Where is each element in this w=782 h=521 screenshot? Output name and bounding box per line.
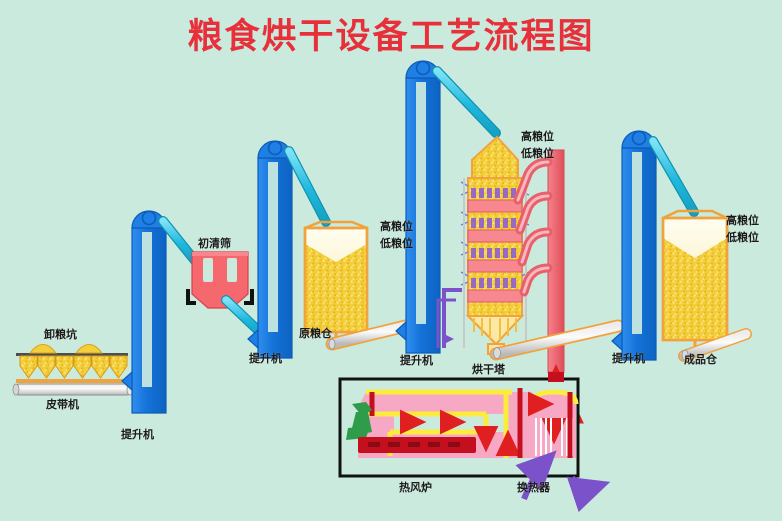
label-product-silo: 成品仓	[684, 353, 717, 366]
page-title: 粮食烘干设备工艺流程图	[187, 16, 595, 57]
label-raw-silo: 原粮仓	[299, 327, 332, 340]
label-drying-tower: 烘干塔	[472, 363, 505, 376]
label-elevator-4: 提升机	[612, 352, 645, 365]
elevator-4	[611, 130, 699, 361]
label-level-high-1: 高粮位	[380, 220, 413, 233]
label-level-high-2: 高粮位	[521, 130, 554, 143]
drying-tower	[460, 135, 530, 355]
label-level-low-1: 低粮位	[380, 237, 413, 250]
raw-grain-silo	[303, 220, 369, 340]
label-elevator-3: 提升机	[400, 354, 433, 367]
tower-air-control-line	[436, 288, 462, 348]
label-belt-conveyor: 皮带机	[46, 398, 79, 411]
unload-pit-group	[16, 344, 131, 383]
elevator-1	[121, 210, 201, 414]
label-heat-exchanger: 换热器	[517, 481, 550, 494]
label-pre-cleaner: 初清筛	[198, 237, 231, 250]
product-silo-discharge-conveyor	[678, 328, 752, 362]
label-unload-pit: 卸粮坑	[44, 328, 77, 341]
label-hot-air-furnace: 热风炉	[399, 481, 432, 494]
product-silo	[661, 209, 729, 348]
label-elevator-2: 提升机	[249, 352, 282, 365]
pre-cleaning-sieve	[186, 251, 269, 341]
furnace-box	[338, 372, 580, 478]
elevator-2	[247, 140, 331, 359]
tower-discharge-conveyor	[489, 319, 625, 361]
ambient-air-arrows	[515, 450, 611, 513]
elevator-3	[395, 60, 501, 354]
label-level-low-2: 低粮位	[521, 147, 554, 160]
label-level-high-3: 高粮位	[726, 214, 759, 227]
label-level-low-3: 低粮位	[726, 231, 759, 244]
belt-conveyor	[12, 383, 146, 397]
label-elevator-1: 提升机	[121, 428, 154, 441]
hot-air-manifold	[513, 149, 584, 424]
burner-icon	[346, 402, 372, 440]
